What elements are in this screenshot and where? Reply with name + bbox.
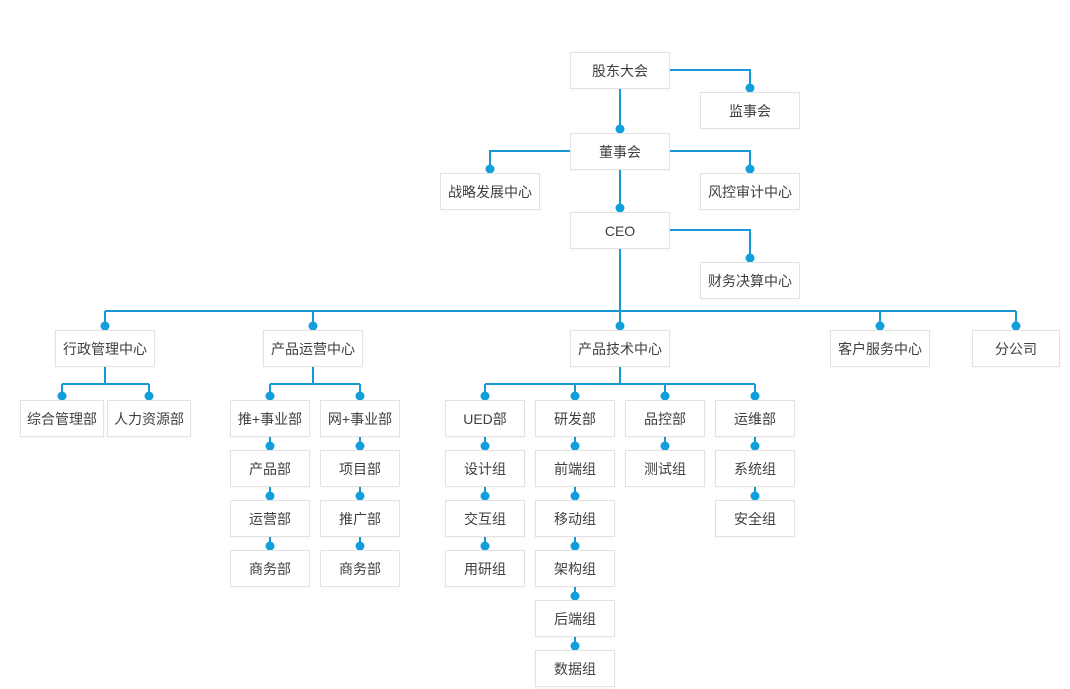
org-node-chanpin-bu: 产品部: [230, 450, 310, 487]
connector-dot: [750, 491, 760, 501]
org-node-fengkong-shenji: 风控审计中心: [700, 173, 800, 210]
org-node-yanfa-bu: 研发部: [535, 400, 615, 437]
org-node-yidong-zu: 移动组: [535, 500, 615, 537]
org-node-jiagou-zu: 架构组: [535, 550, 615, 587]
connector-dot: [660, 441, 670, 451]
org-node-yongyan-zu: 用研组: [445, 550, 525, 587]
org-node-ceo: CEO: [570, 212, 670, 249]
org-node-sheji-zu: 设计组: [445, 450, 525, 487]
connector-dot: [480, 391, 490, 401]
org-node-qianduan-zu: 前端组: [535, 450, 615, 487]
connector-dot: [570, 591, 580, 601]
org-node-shuju-zu: 数据组: [535, 650, 615, 687]
org-node-shangwu-bu-1: 商务部: [230, 550, 310, 587]
connector-dot: [1011, 321, 1021, 331]
connector-dot: [660, 391, 670, 401]
connector-dot: [485, 164, 495, 174]
connector-dot: [265, 391, 275, 401]
connector-line: [670, 229, 751, 258]
org-node-caiwu-juesuan: 财务决算中心: [700, 262, 800, 299]
connector-dot: [745, 253, 755, 263]
connector-dot: [265, 441, 275, 451]
connector-dot: [875, 321, 885, 331]
org-node-tui-shiye: 推+事业部: [230, 400, 310, 437]
org-node-xingzheng-guanli: 行政管理中心: [55, 330, 155, 367]
org-node-shangwu-bu-2: 商务部: [320, 550, 400, 587]
org-node-yunwei-bu: 运维部: [715, 400, 795, 437]
connector-dot: [265, 491, 275, 501]
connector-dot: [480, 441, 490, 451]
connector-dot: [750, 391, 760, 401]
connector-dot: [480, 541, 490, 551]
org-node-pinkong-bu: 品控部: [625, 400, 705, 437]
org-node-zonghe-guanli: 综合管理部: [20, 400, 104, 437]
org-node-anquan-zu: 安全组: [715, 500, 795, 537]
connector-dot: [480, 491, 490, 501]
connector-dot: [570, 441, 580, 451]
connector-line: [670, 150, 751, 169]
org-node-zhanlue-fazhan: 战略发展中心: [440, 173, 540, 210]
org-node-renli-ziyuan: 人力资源部: [107, 400, 191, 437]
connector-dot: [355, 441, 365, 451]
connector-dot: [750, 441, 760, 451]
connector-dot: [570, 391, 580, 401]
org-node-wang-shiye: 网+事业部: [320, 400, 400, 437]
connector-dot: [355, 541, 365, 551]
connector-dot: [745, 164, 755, 174]
org-node-fengongsi: 分公司: [972, 330, 1060, 367]
org-node-tuiguang-bu: 推广部: [320, 500, 400, 537]
connector-dot: [100, 321, 110, 331]
connector-dot: [265, 541, 275, 551]
connector-dot: [355, 391, 365, 401]
connector-dot: [570, 641, 580, 651]
connector-dot: [615, 321, 625, 331]
connector-dot: [355, 491, 365, 501]
org-node-xiangmu-bu: 项目部: [320, 450, 400, 487]
connector-dot: [57, 391, 67, 401]
org-node-jiaohu-zu: 交互组: [445, 500, 525, 537]
org-node-gudong-dahui: 股东大会: [570, 52, 670, 89]
org-node-dongshihui: 董事会: [570, 133, 670, 170]
connector-line: [489, 150, 570, 169]
connector-dot: [615, 203, 625, 213]
connector-dot: [570, 491, 580, 501]
org-node-ued-bu: UED部: [445, 400, 525, 437]
org-node-yunying-bu: 运营部: [230, 500, 310, 537]
connector-line: [670, 69, 751, 88]
connector-dot: [745, 83, 755, 93]
org-node-chanpin-jishu: 产品技术中心: [570, 330, 670, 367]
org-node-chanpin-yunying: 产品运营中心: [263, 330, 363, 367]
connector-dot: [570, 541, 580, 551]
org-node-kehu-fuwu: 客户服务中心: [830, 330, 930, 367]
org-node-ceshi-zu: 测试组: [625, 450, 705, 487]
connector-dot: [615, 124, 625, 134]
org-node-houduan-zu: 后端组: [535, 600, 615, 637]
connector-dot: [308, 321, 318, 331]
org-node-xitong-zu: 系统组: [715, 450, 795, 487]
connector-dot: [144, 391, 154, 401]
org-node-jianshihui: 监事会: [700, 92, 800, 129]
